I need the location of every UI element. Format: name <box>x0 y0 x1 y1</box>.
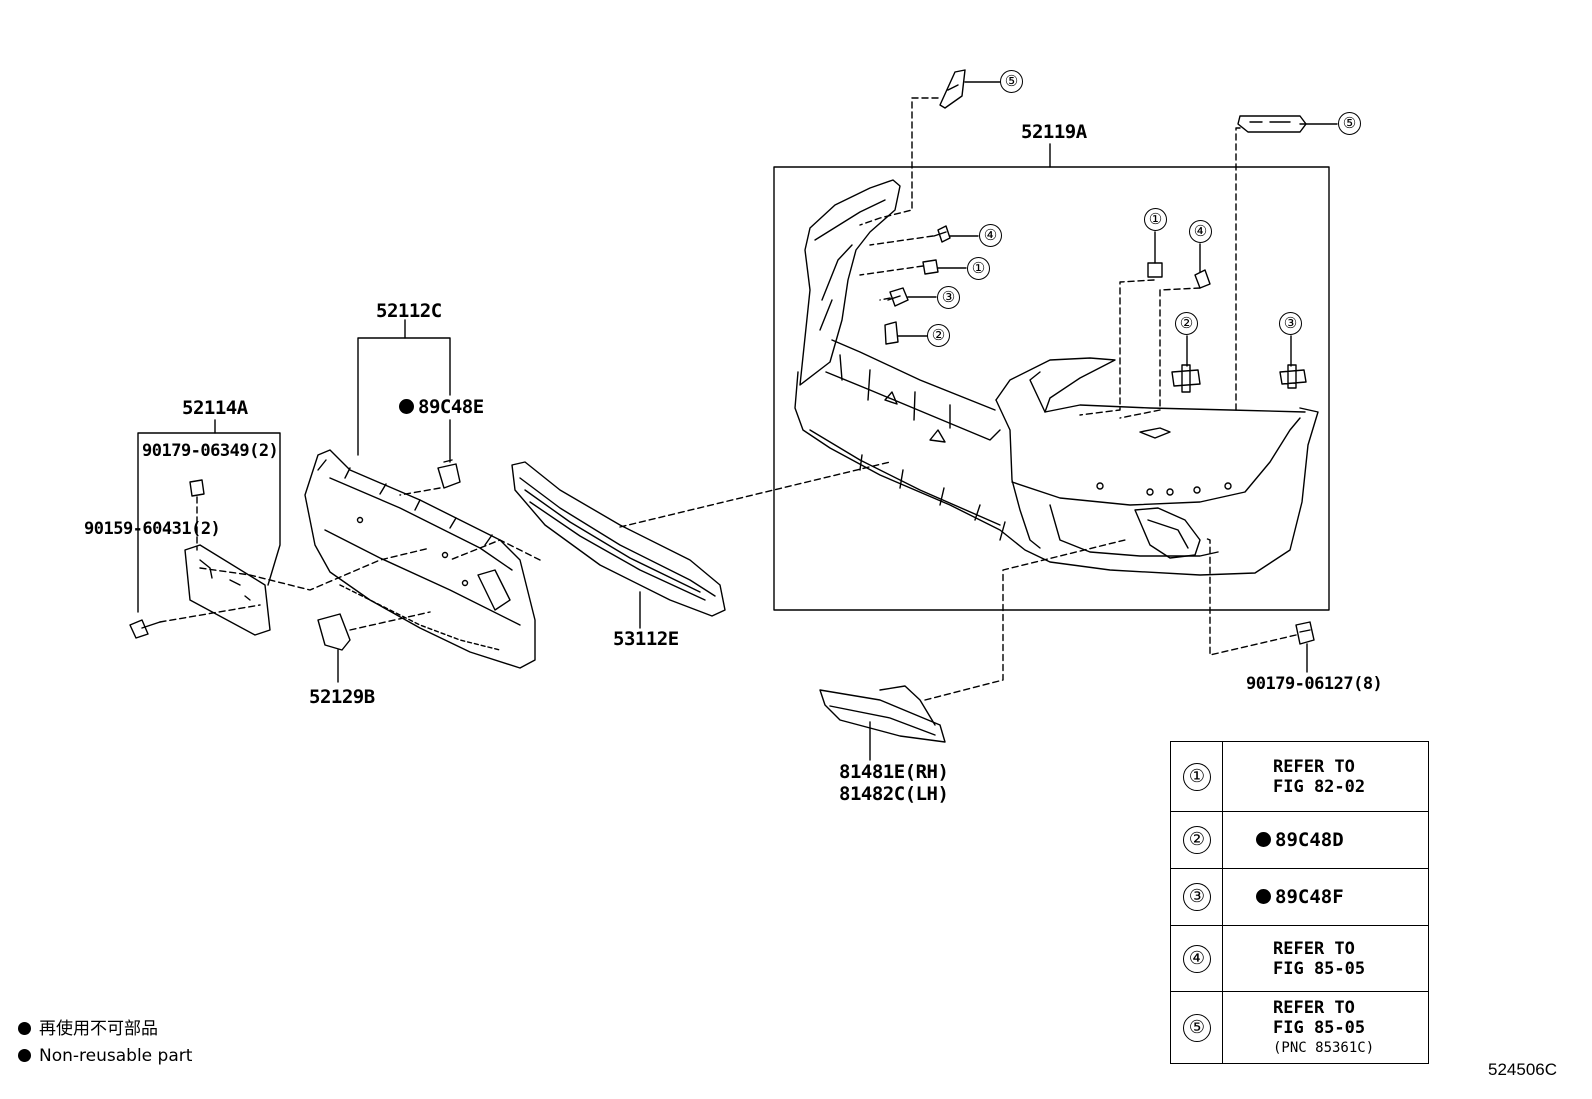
ref-value-1: REFER TO FIG 82-02 <box>1273 757 1365 797</box>
non-reusable-dot-icon <box>18 1049 31 1062</box>
legend-jp-text: 再使用不可部品 <box>39 1019 158 1039</box>
ref-row-1: ① REFER TO FIG 82-02 <box>1171 742 1428 812</box>
ref-marker-2: ② <box>1183 826 1211 854</box>
plate-bracket-shape <box>184 544 271 636</box>
ref-value-5: REFER TO FIG 85-05 (PNC 85361C) <box>1273 998 1374 1058</box>
non-reusable-dot-icon <box>1256 832 1271 847</box>
callout-89C48E-text: 89C48E <box>418 396 484 418</box>
leader-lines <box>159 97 1297 701</box>
ref-value-3-part: 89C48F <box>1275 886 1344 908</box>
figure-id: 524506C <box>1488 1060 1558 1079</box>
marker-1-left: ① <box>967 257 990 280</box>
ref-marker-5: ⑤ <box>1183 1014 1211 1042</box>
marker-1-right: ① <box>1144 208 1167 231</box>
clip-89C48E-shape <box>437 459 461 489</box>
callout-81481E: 81481E(RH) <box>839 761 949 783</box>
marker-4-right: ④ <box>1189 220 1212 243</box>
ref-value-3: 89C48F <box>1256 887 1344 907</box>
callout-81482C: 81482C(LH) <box>839 783 949 805</box>
callout-89C48E: 89C48E <box>399 398 484 417</box>
marker-5-top-right: ⑤ <box>1338 112 1361 135</box>
cap-52129B-shape <box>317 613 351 651</box>
bracket-shape-right <box>1237 115 1307 133</box>
callout-52112C: 52112C <box>376 300 442 322</box>
callout-90159-60431: 90159-60431(2) <box>84 519 221 539</box>
non-reusable-dot-icon <box>1256 889 1271 904</box>
callout-90179-06349: 90179-06349(2) <box>142 441 279 461</box>
grille-frame-shape <box>304 449 536 669</box>
ref-value-5-line1: REFER TO <box>1273 998 1355 1018</box>
callout-52114A: 52114A <box>182 397 248 419</box>
ref-value-2: 89C48D <box>1256 830 1344 850</box>
ref-value-4-line2: FIG 85-05 <box>1273 958 1366 979</box>
clip-90179-06349-shape <box>189 479 205 497</box>
fog-cover-shape <box>819 685 946 743</box>
ref-key-cell: ② <box>1171 812 1223 868</box>
lower-grille-shape <box>511 461 726 617</box>
ref-marker-1: ① <box>1183 762 1211 791</box>
marker-3-left: ③ <box>937 286 960 309</box>
bumper-cover-shape <box>794 179 1319 576</box>
ref-value-4: REFER TO FIG 85-05 <box>1273 939 1365 979</box>
bracket-shape-left <box>939 69 966 109</box>
callout-52119A: 52119A <box>1021 121 1087 143</box>
marker-3-right: ③ <box>1279 312 1302 335</box>
marker-5-top-left: ⑤ <box>1000 70 1023 93</box>
callout-90179-06127: 90179-06127(8) <box>1246 674 1383 694</box>
bolt-shape <box>129 619 161 639</box>
callout-53112E: 53112E <box>613 628 679 650</box>
ref-value-1-line1: REFER TO <box>1273 756 1355 777</box>
ref-marker-3: ③ <box>1183 883 1211 911</box>
marker-4-left: ④ <box>979 224 1002 247</box>
ref-row-2: ② 89C48D <box>1171 812 1428 869</box>
ref-key-cell: ③ <box>1171 869 1223 925</box>
non-reusable-dot-icon <box>18 1022 31 1035</box>
ref-key-cell: ⑤ <box>1171 992 1223 1064</box>
ref-value-5-line3: (PNC 85361C) <box>1273 1040 1375 1056</box>
ref-value-2-part: 89C48D <box>1275 829 1344 851</box>
reference-table: ① REFER TO FIG 82-02 ② 89C48D ③ 89C48F ④… <box>1170 741 1429 1064</box>
legend: 再使用不可部品 Non-reusable part <box>18 1016 192 1070</box>
ref-row-5: ⑤ REFER TO FIG 85-05 (PNC 85361C) <box>1171 992 1428 1064</box>
marker-2-right: ② <box>1175 312 1198 335</box>
clip-shapes <box>884 225 1307 393</box>
ref-marker-4: ④ <box>1183 944 1211 973</box>
marker-2-left: ② <box>927 324 950 347</box>
ref-key-cell: ① <box>1171 742 1223 811</box>
ref-value-1-line2: FIG 82-02 <box>1273 776 1366 797</box>
bumper-group-frame <box>773 166 1330 611</box>
legend-en-text: Non-reusable part <box>39 1046 193 1066</box>
ref-value-5-line2: FIG 85-05 <box>1273 1018 1366 1038</box>
ref-value-4-line1: REFER TO <box>1273 938 1355 959</box>
legend-en: Non-reusable part <box>18 1043 192 1070</box>
nut-shape <box>1295 621 1315 645</box>
ref-row-3: ③ 89C48F <box>1171 869 1428 926</box>
ref-key-cell: ④ <box>1171 926 1223 991</box>
legend-jp: 再使用不可部品 <box>18 1016 192 1043</box>
callout-52129B: 52129B <box>309 686 375 708</box>
non-reusable-dot-icon <box>399 399 414 414</box>
ref-row-4: ④ REFER TO FIG 85-05 <box>1171 926 1428 992</box>
